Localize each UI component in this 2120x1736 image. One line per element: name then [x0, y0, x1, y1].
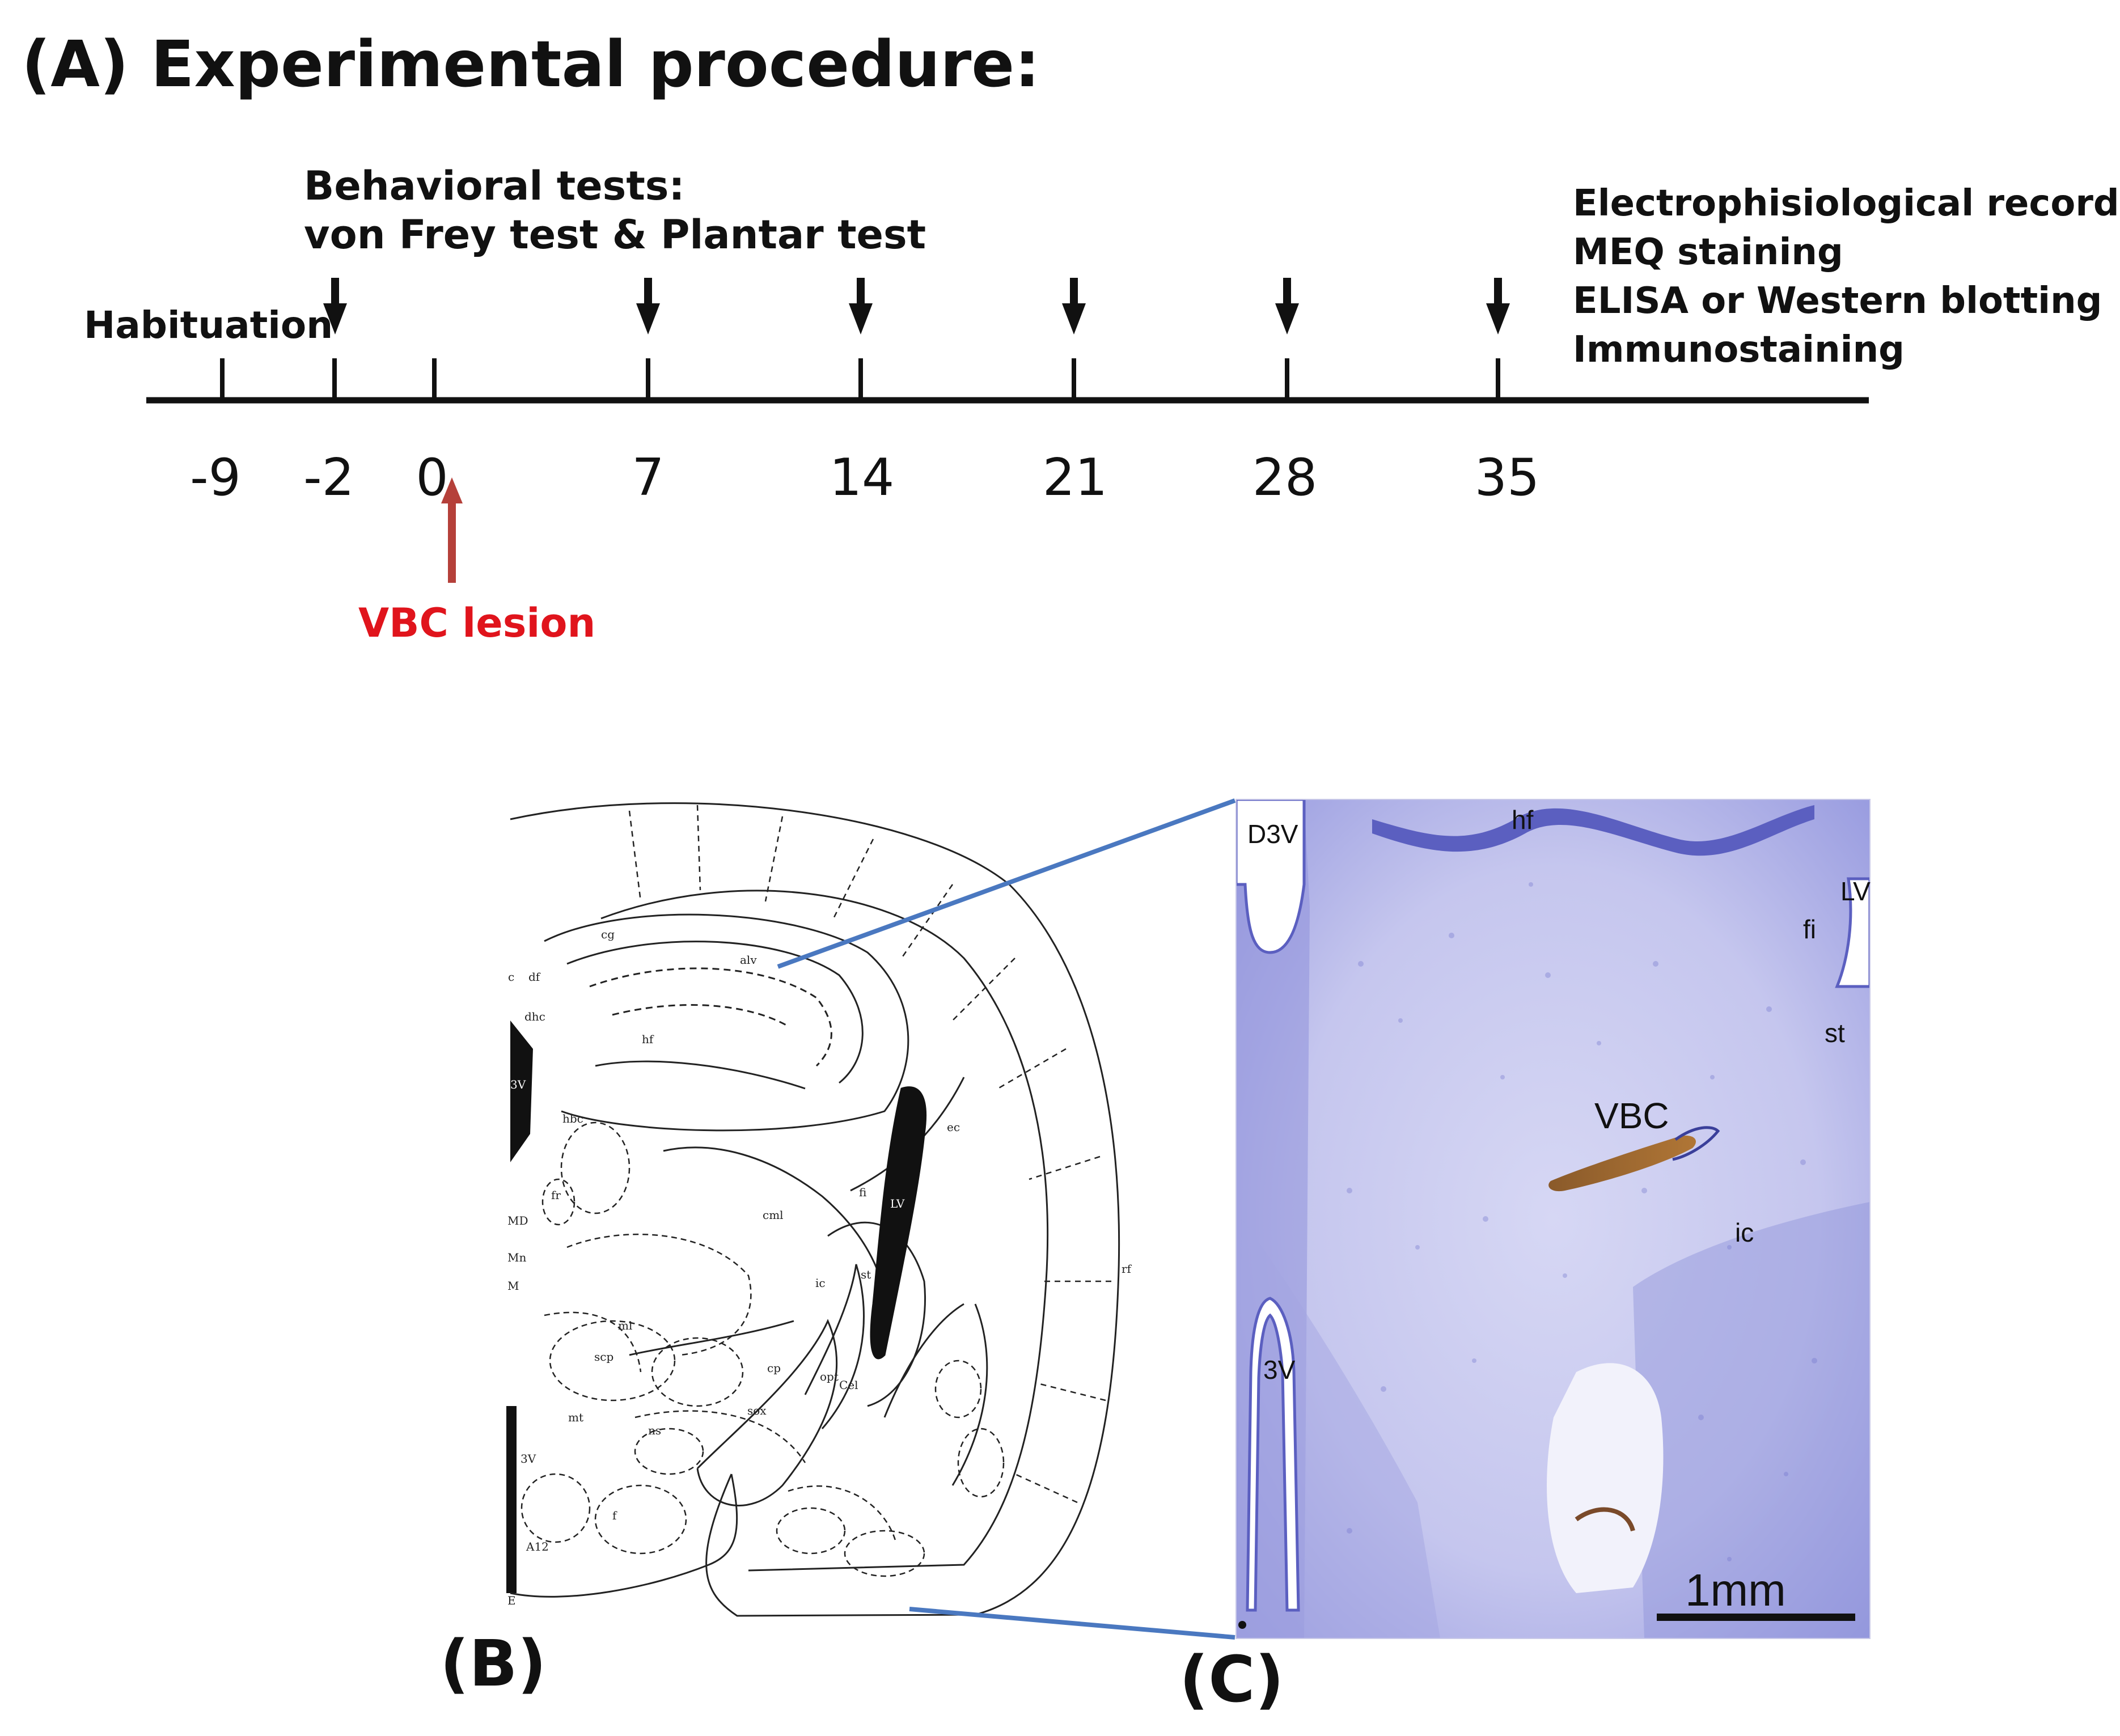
atlas-label: alv	[740, 953, 757, 967]
atlas-label: scp	[594, 1350, 613, 1364]
atlas-label: dhc	[524, 1010, 545, 1023]
behavioral-tests-line2: von Frey test & Plantar test	[304, 211, 926, 258]
atlas-label: cml	[763, 1208, 784, 1222]
label-lv: LV	[1840, 877, 1871, 906]
atlas-label: df	[528, 970, 541, 984]
atlas-label: ml	[618, 1319, 632, 1332]
micrograph-labels: D3V hf LV fi st VBC ic 3V 1mm	[1247, 805, 1871, 1615]
atlas-label: rf	[1122, 1262, 1132, 1276]
habituation-label: Habituation	[84, 303, 333, 347]
atlas-label: A12	[526, 1540, 549, 1553]
atlas-label: Cel	[839, 1378, 858, 1392]
down-arrow-icon	[849, 278, 873, 335]
scale-bar	[1657, 1614, 1855, 1621]
atlas-labels: cg alv df c dhc hf hbc fr MD Mn M cml fi…	[507, 928, 1132, 1607]
atlas-label: ec	[947, 1120, 960, 1134]
atlas-label: M	[507, 1279, 519, 1293]
day-label: 14	[829, 448, 895, 507]
label-vbc: VBC	[1594, 1095, 1669, 1136]
atlas-label: ns	[648, 1424, 661, 1437]
panel-c-letter: (C)	[1179, 1643, 1284, 1717]
atlas-label: E	[507, 1594, 516, 1607]
red-up-arrow-icon	[441, 477, 463, 583]
atlas-label: sox	[747, 1404, 767, 1417]
endpoint-electrophysiology: Electrophisiological recording	[1573, 183, 2120, 225]
connector-line-bottom	[909, 1607, 1235, 1640]
atlas-label: MD	[507, 1214, 528, 1227]
endpoint-list: Electrophisiological recording MEQ stain…	[1573, 179, 2120, 374]
atlas-label: 3V	[521, 1452, 536, 1466]
down-arrow-icon	[1275, 278, 1299, 335]
endpoint-immunostaining: Immunostaining	[1573, 329, 1905, 371]
day-label: 7	[632, 448, 665, 507]
behavioral-tests-line1: Behavioral tests:	[304, 163, 685, 209]
atlas-label: f	[612, 1509, 617, 1522]
test-arrows	[323, 278, 1510, 335]
panel-a-title: (A) Experimental procedure:	[22, 28, 1040, 101]
label-fi: fi	[1803, 914, 1816, 944]
down-arrow-icon	[1062, 278, 1086, 335]
day-label: -9	[190, 448, 241, 507]
atlas-label: fi	[859, 1185, 866, 1199]
atlas-label: c	[508, 970, 514, 984]
atlas-label: hf	[642, 1032, 654, 1046]
atlas-label: cp	[767, 1361, 781, 1375]
timeline-ticks	[220, 358, 1500, 400]
label-ic: ic	[1735, 1218, 1754, 1247]
atlas-label: opt	[820, 1370, 839, 1383]
atlas-label: mt	[568, 1411, 583, 1424]
endpoint-meq-staining: MEQ staining	[1573, 231, 1843, 273]
atlas-label: ic	[815, 1276, 826, 1290]
specimen-dot	[1238, 1621, 1246, 1629]
scale-bar-label: 1mm	[1685, 1565, 1786, 1615]
label-3v: 3V	[1263, 1355, 1296, 1384]
atlas-label: hbc	[562, 1112, 583, 1125]
down-arrow-icon	[323, 278, 347, 335]
stained-section-micrograph	[1236, 799, 1870, 1638]
micrograph-frame	[1235, 799, 1871, 1639]
endpoint-elisa-western: ELISA or Western blotting	[1573, 280, 2102, 322]
down-arrow-icon	[636, 278, 660, 335]
vbc-lesion-label: VBC lesion	[358, 600, 596, 646]
panel-b-letter: (B)	[440, 1627, 547, 1701]
label-d3v: D3V	[1247, 819, 1298, 849]
atlas-label: LV	[890, 1197, 905, 1210]
day-label: 28	[1252, 448, 1318, 507]
atlas-label: st	[861, 1268, 871, 1281]
day-label: -2	[303, 448, 354, 507]
down-arrow-icon	[1486, 278, 1510, 335]
atlas-label: fr	[551, 1188, 561, 1202]
day-label: 0	[416, 448, 448, 507]
day-label: 21	[1042, 448, 1108, 507]
day-label: 35	[1474, 448, 1540, 507]
atlas-label: 3V	[510, 1078, 526, 1091]
behavioral-tests-label: Behavioral tests: von Frey test & Planta…	[304, 162, 926, 259]
atlas-label: cg	[601, 928, 615, 941]
connector-line-top	[777, 798, 1236, 969]
label-st: st	[1825, 1018, 1845, 1048]
label-hf: hf	[1512, 805, 1534, 835]
brain-atlas-drawing	[506, 802, 1120, 1617]
atlas-label: Mn	[507, 1251, 526, 1264]
